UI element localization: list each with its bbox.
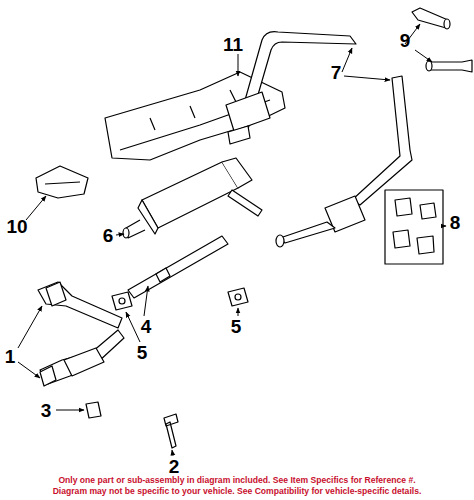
callout-number: 1 (5, 347, 16, 366)
callout-number: 9 (400, 31, 411, 50)
heat-shield (36, 166, 88, 198)
callout-number: 4 (141, 317, 152, 336)
intermediate-pipe (128, 236, 228, 298)
resonator (226, 92, 270, 131)
callout-number: 10 (6, 217, 27, 236)
callout-number: 2 (169, 457, 180, 476)
callout-number: 6 (103, 226, 114, 245)
hanger-kit-box (385, 190, 443, 264)
exhaust-tip (412, 8, 448, 28)
callout-number: 3 (41, 401, 52, 420)
callout-number: 7 (331, 63, 342, 82)
disclaimer-note: Only one part or sub-assembly in diagram… (58, 476, 415, 485)
hanger (228, 288, 248, 306)
muffler (142, 162, 238, 228)
callout-number: 5 (137, 343, 148, 362)
callout-number: 5 (231, 317, 242, 336)
callout-number: 8 (450, 213, 461, 232)
exhaust-tip (428, 60, 472, 72)
nut (86, 402, 101, 418)
hanger (393, 198, 436, 254)
hanger (112, 292, 132, 310)
bolt (164, 414, 178, 448)
tail-pipe (352, 76, 412, 205)
catalytic-converter (38, 282, 122, 328)
callout-number: 11 (223, 35, 243, 54)
leader-lines (18, 24, 446, 456)
disclaimer-note: Diagram may not be specific to your vehi… (53, 487, 422, 496)
